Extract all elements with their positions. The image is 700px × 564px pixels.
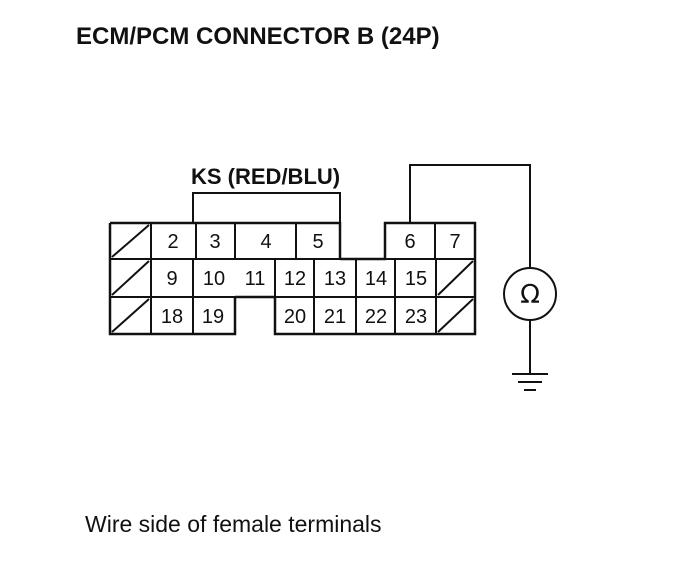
pin-4: 4 <box>260 231 271 253</box>
diagram-title: ECM/PCM CONNECTOR B (24P) <box>76 23 440 50</box>
pin-22: 22 <box>365 306 387 328</box>
blocked-cavity <box>111 224 150 258</box>
pin-15: 15 <box>405 268 427 290</box>
connector-outline-top-left <box>110 221 342 259</box>
pin-2: 2 <box>167 231 178 253</box>
ohm-symbol: Ω <box>520 280 540 310</box>
pin-14: 14 <box>365 268 387 290</box>
blocked-cavity <box>437 260 474 296</box>
ks-wire-bracket <box>192 192 341 224</box>
blocked-cavity <box>111 298 150 333</box>
pin-10: 10 <box>203 268 225 290</box>
pin-7: 7 <box>449 231 460 253</box>
pin-20: 20 <box>284 306 306 328</box>
connector-outline-right <box>235 221 477 336</box>
pin-11: 11 <box>245 268 266 290</box>
blocked-cavity <box>437 298 474 333</box>
wire-label: KS (RED/BLU) <box>191 164 340 189</box>
pin-18: 18 <box>161 306 183 328</box>
test-lead-wire <box>409 164 531 268</box>
pin-6: 6 <box>404 231 415 253</box>
connector-outline-left <box>108 223 237 336</box>
pin-13: 13 <box>324 268 346 290</box>
pin-19: 19 <box>202 306 224 328</box>
blocked-cavity <box>111 260 150 296</box>
pin-21: 21 <box>324 306 346 328</box>
ground-icon <box>512 373 548 391</box>
pin-5: 5 <box>312 231 323 253</box>
diagram-caption: Wire side of female terminals <box>85 511 382 537</box>
pin-3: 3 <box>209 231 220 253</box>
pin-9: 9 <box>166 268 177 290</box>
connector-body <box>108 221 477 336</box>
pin-12: 12 <box>284 268 306 290</box>
pin-23: 23 <box>405 306 427 328</box>
